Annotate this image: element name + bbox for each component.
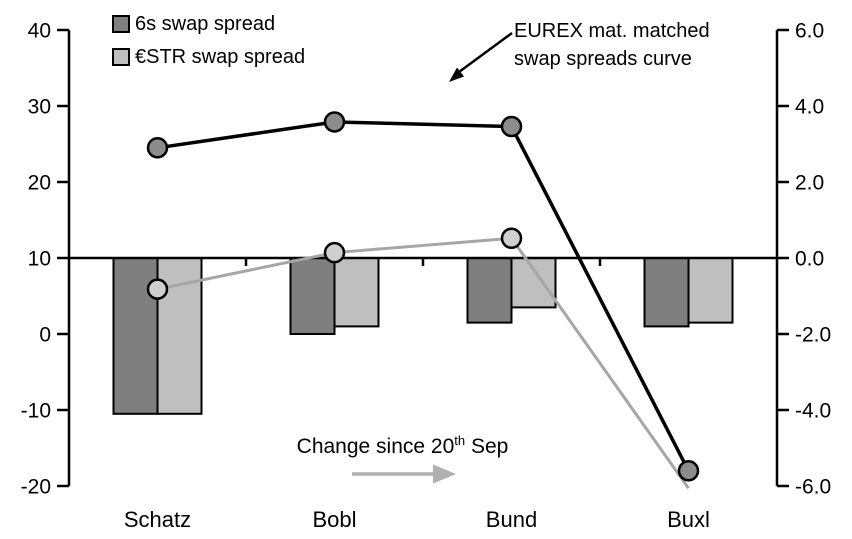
marker-0-bund [500, 227, 523, 249]
lines-group [146, 111, 700, 490]
bar-0-bund [466, 257, 513, 324]
right-axis-tick-label: 0.0 [795, 248, 824, 271]
left-axis-tick-label: 40 [28, 20, 51, 43]
axes-group: 403020100-10-206.04.02.00.0-2.0-4.0-6.0S… [21, 20, 832, 533]
line-series-0 [157, 236, 690, 490]
right-axis-tick-label: 6.0 [795, 20, 824, 43]
arrows-group [352, 31, 513, 484]
right-axis-tick-label: -2.0 [795, 324, 831, 347]
legend-swatch-estr [112, 48, 130, 66]
bar-1-buxl [687, 257, 734, 324]
marker-1-bund [500, 115, 523, 138]
annotation-arrow-head [449, 67, 464, 82]
right-axis-tick-label: 4.0 [795, 96, 824, 119]
curve-annotation-line2: swap spreads curve [514, 48, 692, 70]
legend-swatch-6s [112, 15, 130, 33]
left-axis-tick-label: -20 [21, 476, 51, 499]
marker-0-bobl [323, 241, 346, 264]
legend-label-estr: €STR swap spread [135, 46, 306, 68]
legend-item-estr: €STR swap spread [112, 46, 305, 68]
left-axis-tick-label: 10 [28, 248, 51, 271]
right-axis-tick-label: -4.0 [795, 400, 831, 423]
category-label-schatz: Schatz [124, 507, 191, 532]
line-series-1 [157, 120, 691, 472]
curve-annotation: EUREX mat. matched swap spreads curve [514, 17, 710, 73]
legend-label-6s: 6s swap spread [135, 13, 276, 35]
change-note-superscript: th [454, 433, 466, 448]
legend-item-6s: 6s swap spread [112, 13, 305, 35]
marker-1-buxl [677, 460, 700, 482]
bar-0-buxl [643, 257, 690, 328]
category-label-bund: Bund [486, 507, 537, 532]
left-axis-tick-label: 20 [28, 172, 51, 195]
change-arrow-head [433, 464, 456, 484]
marker-0-schatz [146, 278, 169, 300]
category-label-buxl: Buxl [667, 507, 710, 532]
left-axis-tick-label: 30 [28, 96, 51, 119]
bar-1-bund [510, 257, 557, 309]
left-axis-tick-label: 0 [39, 324, 51, 347]
left-axis-tick-label: -10 [21, 400, 51, 423]
curve-annotation-line1: EUREX mat. matched [514, 20, 710, 42]
bar-1-bobl [333, 257, 380, 328]
right-axis-tick-label: 2.0 [795, 172, 824, 195]
category-label-bobl: Bobl [312, 507, 356, 532]
bars-group [112, 257, 734, 415]
legend: 6s swap spread €STR swap spread [112, 13, 305, 68]
bar-0-bobl [289, 257, 336, 335]
change-note-prefix: Change since 20 [296, 435, 455, 458]
marker-1-bobl [323, 111, 346, 133]
change-note: Change since 20th Sep [270, 433, 535, 459]
annotation-arrow-shaft [458, 31, 513, 74]
change-note-suffix: Sep [465, 435, 509, 458]
right-axis-tick-label: -6.0 [795, 476, 831, 499]
marker-1-schatz [146, 137, 169, 159]
